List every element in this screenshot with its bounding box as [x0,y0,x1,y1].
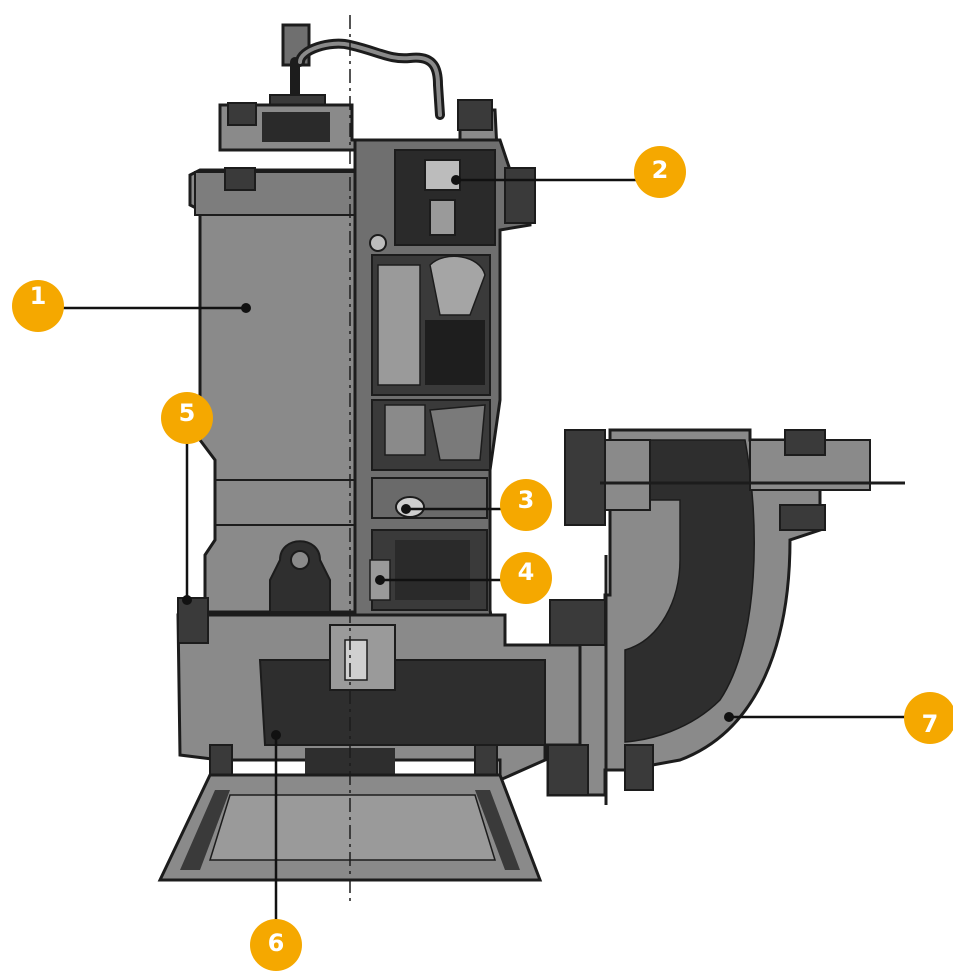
callout-4-number: 4 [518,558,535,586]
callout-6-badge [250,919,302,971]
callout-1-badge [12,280,64,332]
callout-4-anchor-dot [375,575,385,585]
callout-2-badge [634,146,686,198]
discharge-elbow [546,428,905,805]
pump-casing [176,597,582,783]
callout-7-number: 7 [922,710,939,738]
callout-6: 6 [250,730,302,971]
callouts: 1 2 3 4 5 [12,146,953,971]
callout-2-anchor-dot [451,175,461,185]
callout-1: 1 [12,280,251,332]
callout-7-anchor-dot [724,712,734,722]
callout-4-badge [500,552,552,604]
callout-6-number: 6 [268,929,285,957]
callout-2: 2 [451,146,686,198]
callout-3: 3 [401,479,552,531]
callout-5-number: 5 [179,399,196,427]
callout-6-anchor-dot [271,730,281,740]
motor-housing [188,167,357,614]
callout-3-number: 3 [518,486,535,514]
callout-1-number: 1 [30,282,47,310]
callout-7-badge [904,692,953,744]
pump-drawing [157,15,905,905]
callout-7: 7 [724,692,953,744]
lifting-bracket [269,540,331,613]
callout-4: 4 [375,552,552,604]
power-cable [269,23,445,120]
callout-5-badge [161,392,213,444]
callout-2-number: 2 [652,156,669,184]
callout-1-anchor-dot [241,303,251,313]
callout-3-anchor-dot [401,504,411,514]
callout-5-anchor-dot [182,595,192,605]
callout-3-badge [500,479,552,531]
callout-5: 5 [161,392,213,605]
